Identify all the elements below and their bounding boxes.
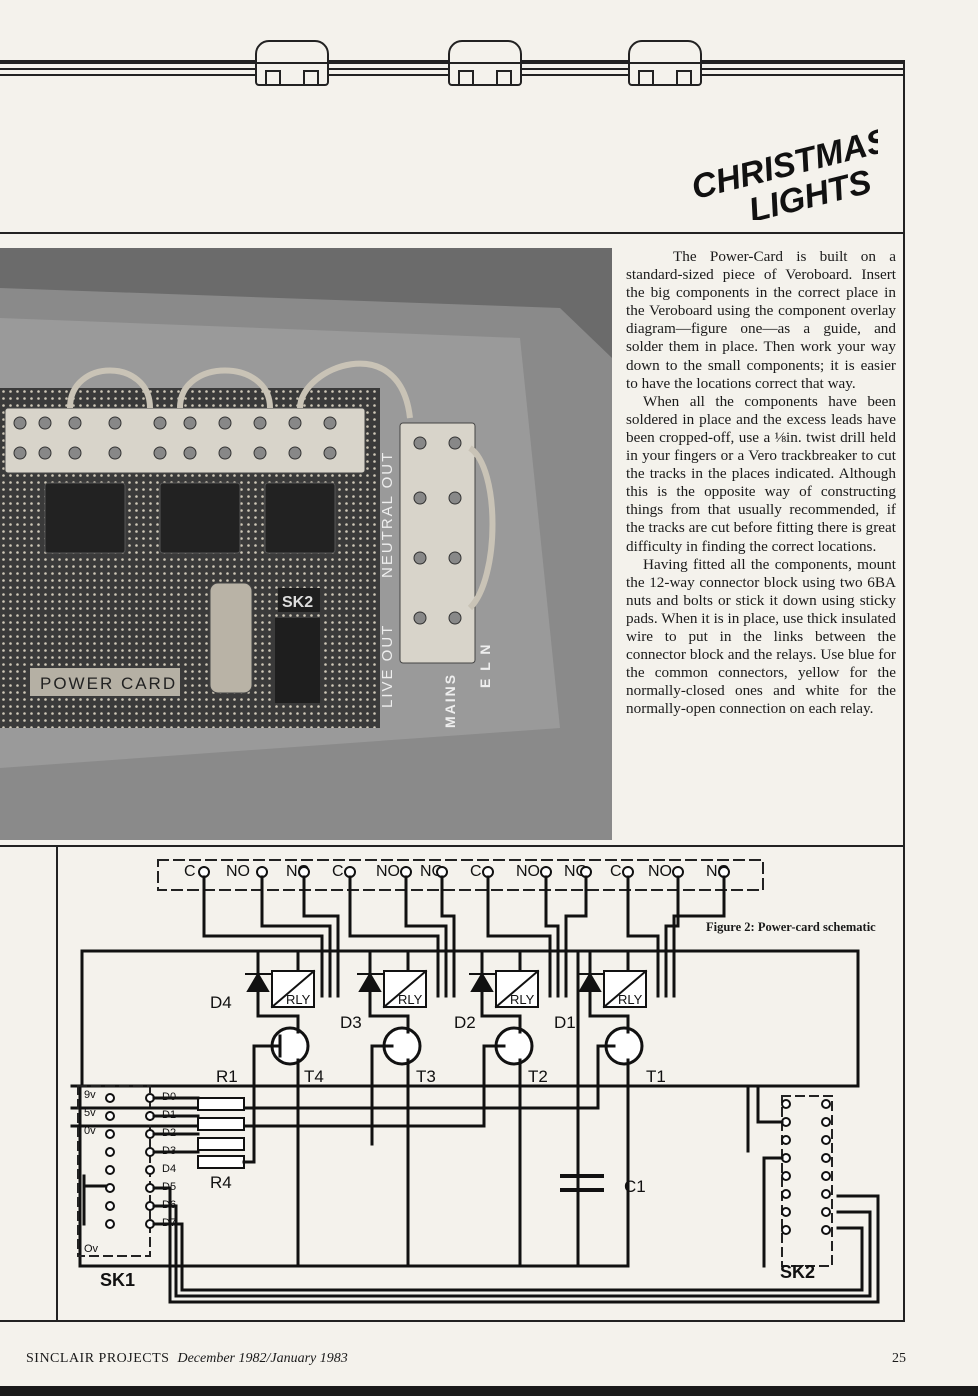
photo-label-live-out: LIVE OUT xyxy=(379,624,396,708)
figure-rule xyxy=(0,845,905,847)
terminal-c: C xyxy=(610,863,622,880)
photo-label-eln: E L N xyxy=(477,642,493,688)
article-body: The Power-Card is built on a standard-si… xyxy=(626,248,896,718)
diode-label: D3 xyxy=(340,1013,362,1032)
article-paragraph: Having fitted all the components, mount … xyxy=(626,555,896,718)
terminal-no: NO xyxy=(376,863,400,880)
photo-label-neutral-out: NEUTRAL OUT xyxy=(379,451,396,578)
ov-label: Ov xyxy=(84,1243,99,1255)
diode-label: D4 xyxy=(210,993,232,1012)
diode-label: D2 xyxy=(454,1013,476,1032)
section-rule xyxy=(0,232,905,234)
relay-label: RLY xyxy=(510,992,535,1007)
transistor-label: T2 xyxy=(528,1067,548,1086)
resistor-label-top: R1 xyxy=(216,1067,238,1086)
rail-label-5v: 5v xyxy=(84,1107,96,1119)
figure-caption: Figure 2: Power-card schematic xyxy=(706,920,876,934)
power-card-photo: POWER CARD SK2 LIVE OUT NEUTRAL OUT MAIN… xyxy=(0,248,612,840)
resistor-label-bottom: R4 xyxy=(210,1173,232,1192)
christmas-lights-logo: CHRISTMAS LIGHTS xyxy=(688,121,878,220)
terminal-no: NO xyxy=(648,863,672,880)
sk1-label: SK1 xyxy=(100,1270,135,1290)
terminal-c: C xyxy=(470,863,482,880)
article-paragraph: The Power-Card is built on a standard-si… xyxy=(626,248,896,392)
photo-label-sk2: SK2 xyxy=(282,594,313,611)
page-number: 25 xyxy=(892,1351,906,1366)
issue-date: December 1982/January 1983 xyxy=(177,1351,348,1366)
rail-label-9v: 9v xyxy=(84,1089,96,1101)
sk2-label: SK2 xyxy=(780,1262,815,1282)
terminal-c: C xyxy=(332,863,344,880)
terminal-no: NO xyxy=(516,863,540,880)
transistor-label: T1 xyxy=(646,1067,666,1086)
photo-label-mains: MAINS xyxy=(442,673,458,728)
capacitor-label: C1 xyxy=(624,1177,646,1196)
relay-label: RLY xyxy=(618,992,643,1007)
article-paragraph: When all the components have been solder… xyxy=(626,392,896,555)
magazine-name: SINCLAIR PROJECTS xyxy=(26,1351,170,1366)
rail-label-0v: 0v xyxy=(84,1125,96,1137)
transistor-label: T3 xyxy=(416,1067,436,1086)
page-footer: SINCLAIR PROJECTS December 1982/January 1… xyxy=(26,1351,906,1367)
sk1-data-line: D4 xyxy=(162,1163,176,1175)
page-edge xyxy=(0,1386,978,1396)
transistor-label: T4 xyxy=(304,1067,324,1086)
terminal-c: C xyxy=(184,863,196,880)
relay-label: RLY xyxy=(286,992,311,1007)
page-frame xyxy=(0,62,905,1322)
terminal-no: NO xyxy=(226,863,250,880)
relay-label: RLY xyxy=(398,992,423,1007)
power-card-schematic: C NO NC C NO NC C NO NC C NO NC xyxy=(56,846,905,1322)
diode-label: D1 xyxy=(554,1013,576,1032)
photo-label-power-card: POWER CARD xyxy=(40,674,177,693)
